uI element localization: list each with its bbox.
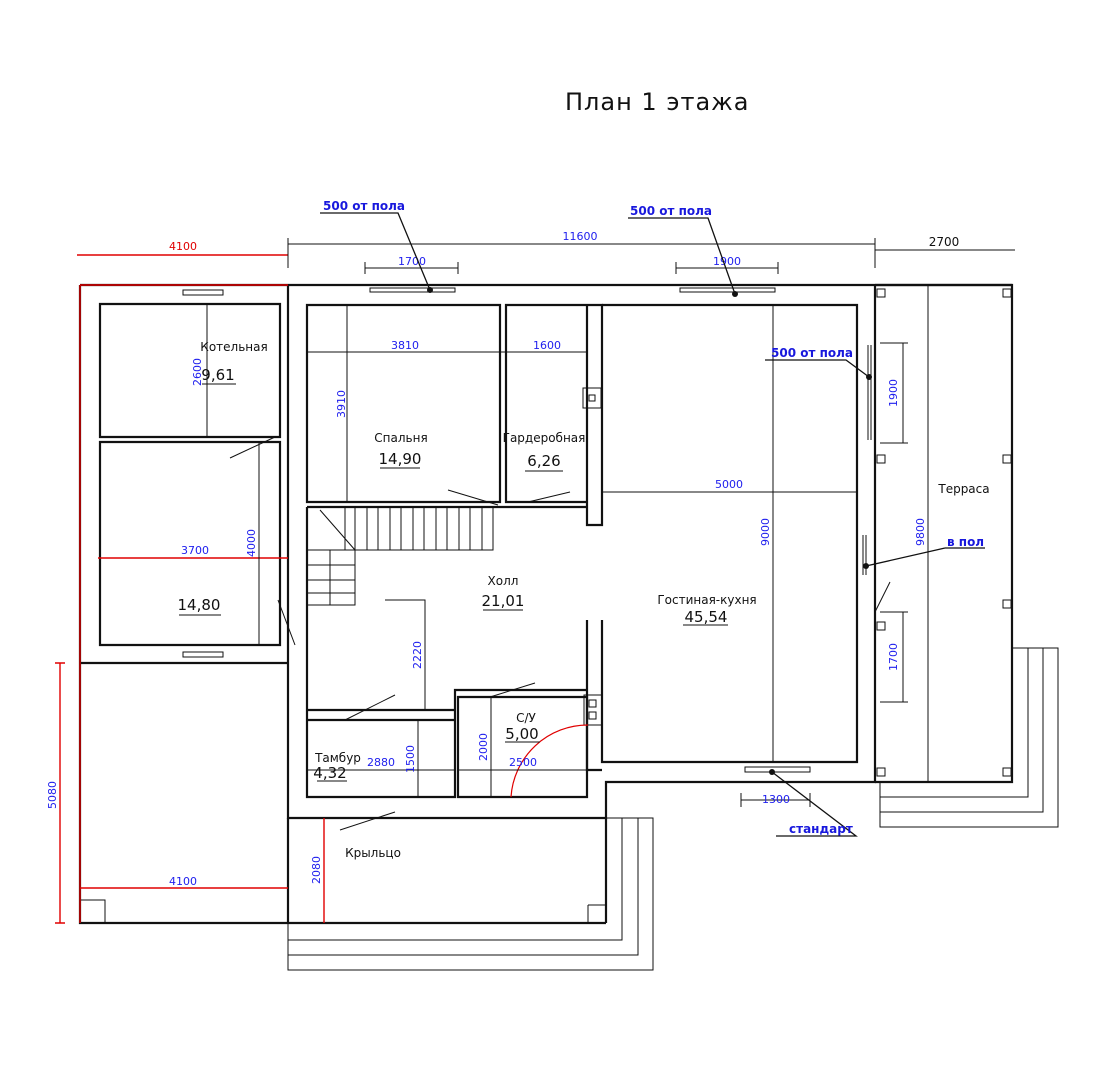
- room-annex-area: 14,80: [178, 596, 221, 614]
- dim-door-living: 1300: [762, 793, 790, 806]
- dim-su-w: 2500: [509, 756, 537, 769]
- dim-bottom-left: 4100: [169, 875, 197, 888]
- dim-su-h: 2000: [477, 733, 490, 761]
- dim-bed-w: 3810: [391, 339, 419, 352]
- dim-left-h: 5080: [46, 781, 59, 809]
- room-kotelnaya-area: 9,61: [201, 366, 234, 384]
- note-window-bedroom: 500 от пола: [323, 199, 405, 213]
- room-terrace-name: Терраса: [937, 482, 989, 496]
- dim-kotel-h: 2600: [191, 358, 204, 386]
- room-living-name: Гостиная-кухня: [657, 593, 756, 607]
- room-kotelnaya-name: Котельная: [200, 340, 267, 354]
- note-window-living: 500 от пола: [630, 204, 712, 218]
- dim-porch-h: 2080: [310, 856, 323, 884]
- dim-tambur-h: 1500: [404, 745, 417, 773]
- dimension-lines: [55, 238, 1015, 924]
- room-tambur-name: Тамбур: [314, 751, 361, 765]
- room-wc-name: С/У: [516, 711, 536, 725]
- dim-room-h: 4000: [245, 529, 258, 557]
- dim-ward-w: 1600: [533, 339, 561, 352]
- dim-win-bedroom: 1700: [398, 255, 426, 268]
- walls: [78, 283, 1059, 971]
- note-door-standard: стандарт: [789, 822, 853, 836]
- dim-top-left: 4100: [169, 240, 197, 253]
- room-wc-area: 5,00: [505, 725, 538, 743]
- room-bedroom-area: 14,90: [379, 450, 422, 468]
- room-porch-name: Крыльцо: [345, 846, 401, 860]
- room-hall-area: 21,01: [482, 592, 525, 610]
- dim-hall-h: 2220: [411, 641, 424, 669]
- note-window-side: 500 от пола: [771, 346, 853, 360]
- dim-top-terrace: 2700: [929, 235, 960, 249]
- annotations: [320, 212, 985, 837]
- dim-room-w: 3700: [181, 544, 209, 557]
- dim-top-main: 11600: [563, 230, 598, 243]
- dim-tambur-w: 2880: [367, 756, 395, 769]
- room-wardrobe-name: Гардеробная: [503, 431, 586, 445]
- note-door-floor: в пол: [947, 535, 984, 549]
- dim-bed-h: 3910: [335, 390, 348, 418]
- dim-win-side: 1900: [887, 379, 900, 407]
- room-hall-name: Холл: [488, 574, 519, 588]
- dim-win-living: 1900: [713, 255, 741, 268]
- room-tambur-area: 4,32: [313, 764, 346, 782]
- plan-title: План 1 этажа: [565, 88, 750, 116]
- dim-living-w: 5000: [715, 478, 743, 491]
- dim-terrace-h: 9800: [914, 518, 927, 546]
- room-bedroom-name: Спальня: [374, 431, 427, 445]
- room-wardrobe-area: 6,26: [527, 452, 560, 470]
- dim-win-side2: 1700: [887, 643, 900, 671]
- room-living-area: 45,54: [685, 608, 728, 626]
- dim-living-h: 9000: [759, 518, 772, 546]
